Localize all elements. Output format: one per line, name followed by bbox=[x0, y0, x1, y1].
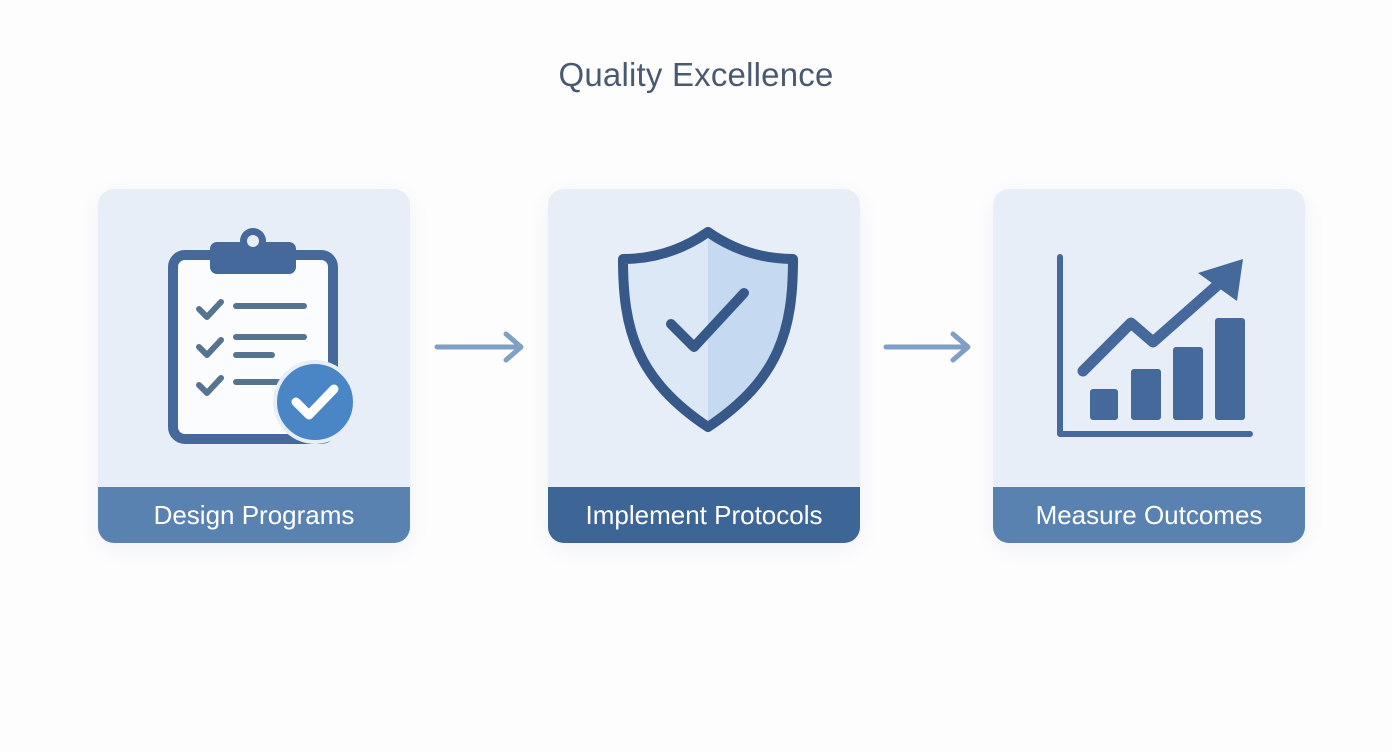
page-title: Quality Excellence bbox=[558, 56, 834, 93]
growth-chart-icon bbox=[993, 189, 1305, 487]
clipboard-checklist-icon bbox=[98, 189, 410, 487]
step-label: Design Programs bbox=[98, 487, 410, 543]
arrow-right-icon bbox=[883, 331, 971, 363]
shield-check-icon bbox=[548, 189, 860, 487]
step-label: Implement Protocols bbox=[548, 487, 860, 543]
step-card-design-programs: Design Programs bbox=[98, 189, 410, 543]
step-label: Measure Outcomes bbox=[993, 487, 1305, 543]
arrow-right-icon bbox=[434, 331, 524, 363]
step-card-measure-outcomes: Measure Outcomes bbox=[993, 189, 1305, 543]
step-card-implement-protocols: Implement Protocols bbox=[548, 189, 860, 543]
